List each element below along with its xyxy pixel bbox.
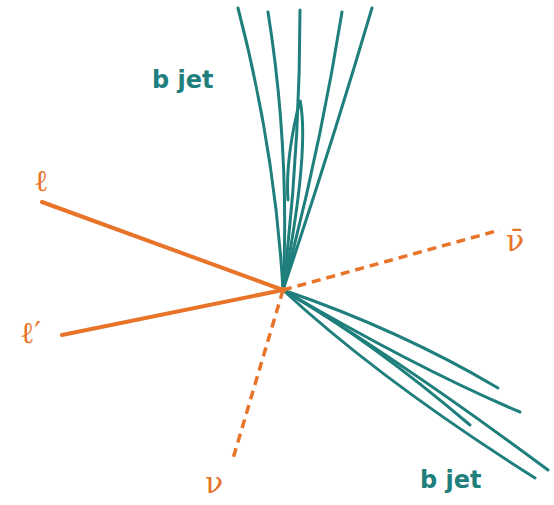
particle-label: ℓ <box>34 166 48 196</box>
neutrino-line <box>232 290 283 462</box>
jet-label: b jet <box>152 68 214 92</box>
jet-label: b jet <box>420 468 482 492</box>
track <box>283 8 372 290</box>
neutrino-lines <box>232 230 500 462</box>
track <box>283 290 548 470</box>
track <box>268 12 285 290</box>
b-jet-tracks <box>238 8 548 478</box>
track <box>283 290 498 388</box>
particle-label: ℓ′ <box>20 318 41 348</box>
particle-label: ν̄ <box>506 226 524 256</box>
track <box>283 290 470 425</box>
lepton-tracks <box>42 202 283 335</box>
neutrino-line <box>283 230 500 290</box>
particle-label: ν <box>205 468 223 498</box>
track <box>283 12 342 290</box>
vertex <box>280 287 286 293</box>
track <box>283 290 535 478</box>
lepton-line <box>62 290 283 335</box>
lepton-line <box>42 202 283 290</box>
track <box>238 8 283 290</box>
track <box>283 290 520 412</box>
track <box>283 100 303 290</box>
